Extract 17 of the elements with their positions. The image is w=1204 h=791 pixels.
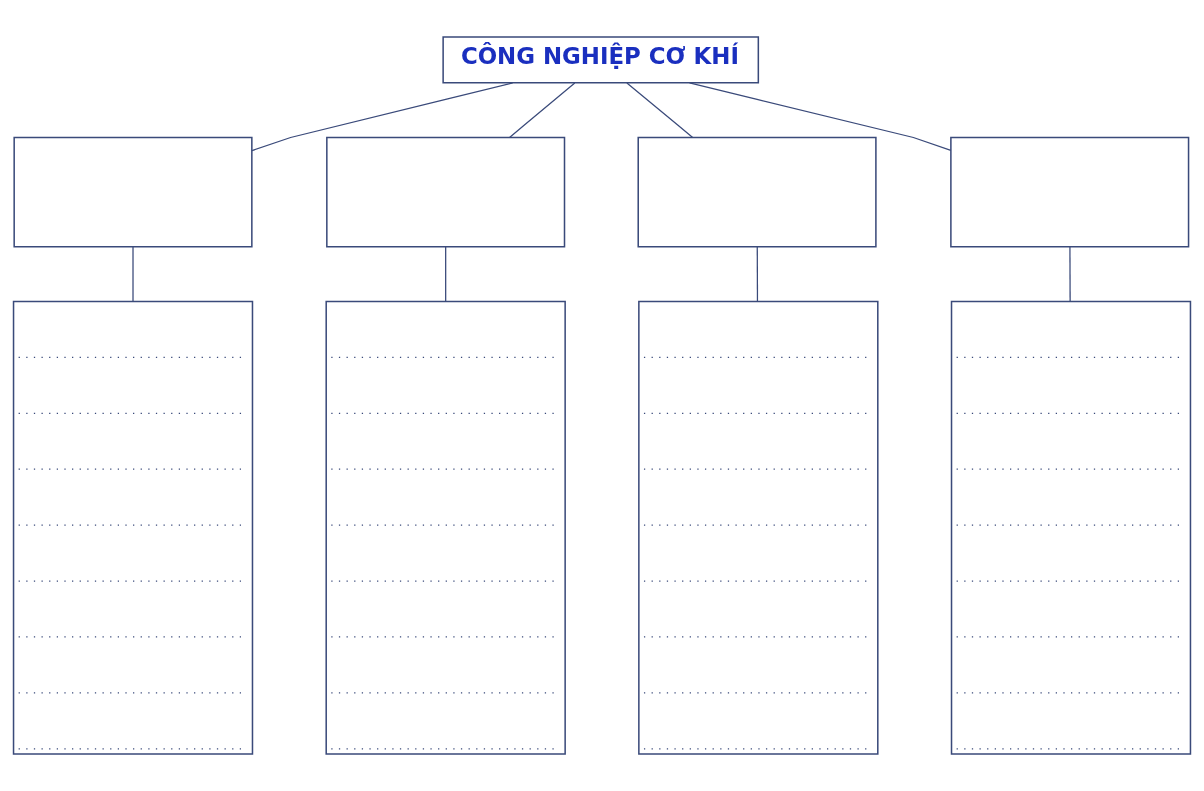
node-box xyxy=(13,136,253,248)
node-box xyxy=(638,300,879,755)
connector xyxy=(508,82,576,139)
connector xyxy=(688,82,952,151)
node-box xyxy=(637,136,877,248)
node-box xyxy=(325,300,566,755)
connector xyxy=(626,82,694,139)
node-box xyxy=(326,136,566,248)
connector xyxy=(756,246,759,303)
connector xyxy=(1069,246,1071,303)
connector xyxy=(445,246,447,303)
connector xyxy=(132,246,134,303)
node-box xyxy=(950,300,1192,755)
connector xyxy=(251,82,514,152)
node-box xyxy=(950,136,1190,248)
node-box xyxy=(12,300,254,755)
node-box: CÔNG NGHIỆP CƠ KHÍ xyxy=(442,36,760,84)
